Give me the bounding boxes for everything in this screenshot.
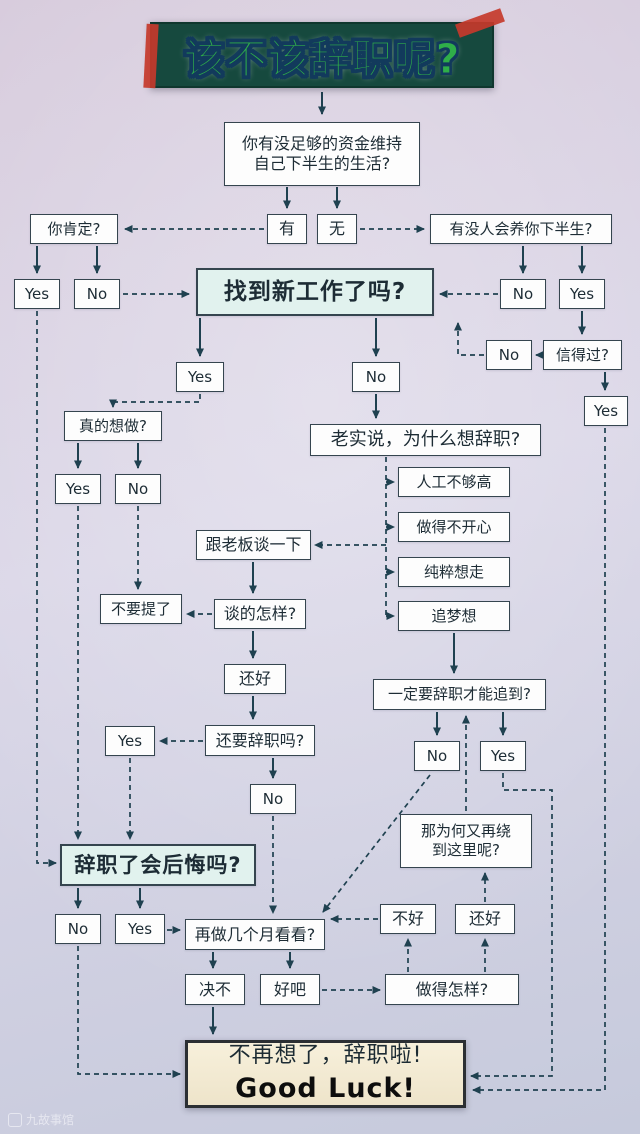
why-back-line-2: 到这里呢? [432, 841, 500, 859]
page-title: 该不该辞职呢? [183, 35, 461, 84]
node-dont-mention: 不要提了 [100, 594, 182, 624]
final-line-2: Good Luck! [235, 1072, 416, 1104]
answer-no-trust: No [486, 340, 532, 370]
answer-not-good: 不好 [380, 904, 436, 934]
watermark: 九故事馆 [8, 1111, 74, 1128]
answer-no-regret: No [55, 914, 101, 944]
branch-have: 有 [267, 214, 307, 244]
node-must-quit: 一定要辞职才能追到? [373, 679, 546, 710]
node-start-question: 你有没足够的资金维持 自己下半生的生活? [224, 122, 420, 186]
node-support: 有没人会养你下半生? [430, 214, 612, 244]
answer-no-sure: No [74, 279, 120, 309]
why-back-line-1: 那为何又再绕 [420, 822, 511, 841]
red-brush-left-icon [143, 23, 159, 89]
node-few-months: 再做几个月看看? [185, 919, 325, 950]
answer-yes-still: Yes [105, 726, 155, 756]
node-how-doing: 做得怎样? [385, 974, 519, 1005]
answer-no-support: No [500, 279, 546, 309]
node-really-want: 真的想做? [64, 411, 162, 441]
node-new-job: 找到新工作了吗? [196, 268, 434, 316]
node-still-quit: 还要辞职吗? [205, 725, 315, 756]
answer-no-must: No [414, 741, 460, 771]
answer-yes-really: Yes [55, 474, 101, 504]
answer-yes-regret: Yes [115, 914, 165, 944]
node-trust: 信得过? [543, 340, 622, 370]
answer-fine: 好吧 [260, 974, 320, 1005]
answer-never: 决不 [185, 974, 245, 1005]
answer-yes-newjob: Yes [176, 362, 224, 392]
final-line-1: 不再想了，辞职啦! [228, 1043, 423, 1069]
answer-no-still: No [250, 784, 296, 814]
node-talk-boss: 跟老板谈一下 [196, 530, 311, 560]
node-talk-how: 谈的怎样? [214, 599, 306, 629]
answer-yes-trust: Yes [584, 396, 628, 426]
node-honestly-why: 老实说，为什么想辞职? [310, 424, 541, 456]
answer-talk-ok: 还好 [224, 664, 286, 694]
answer-yes-sure: Yes [14, 279, 60, 309]
node-regret: 辞职了会后悔吗? [60, 844, 256, 886]
answer-no-really: No [115, 474, 161, 504]
node-you-sure: 你肯定? [30, 214, 118, 244]
reason-unhappy: 做得不开心 [398, 512, 510, 542]
reason-low-pay: 人工不够高 [398, 467, 510, 497]
watermark-logo-icon [8, 1112, 22, 1127]
title-banner: 该不该辞职呢? [143, 8, 505, 89]
reason-just-leave: 纯粹想走 [398, 557, 510, 587]
watermark-text: 九故事馆 [26, 1113, 75, 1127]
answer-doing-ok: 还好 [455, 904, 515, 934]
reason-chase-dream: 追梦想 [398, 601, 510, 631]
answer-yes-support: Yes [559, 279, 605, 309]
node-final-goodluck: 不再想了，辞职啦! Good Luck! [185, 1040, 466, 1108]
answer-no-newjob: No [352, 362, 400, 392]
node-why-back: 那为何又再绕 到这里呢? [400, 814, 532, 868]
branch-none: 无 [317, 214, 357, 244]
start-line-2: 自己下半生的生活? [253, 154, 391, 173]
red-brush-right-icon [455, 8, 505, 38]
answer-yes-must: Yes [480, 741, 526, 771]
start-line-1: 你有没足够的资金维持 [241, 134, 402, 153]
